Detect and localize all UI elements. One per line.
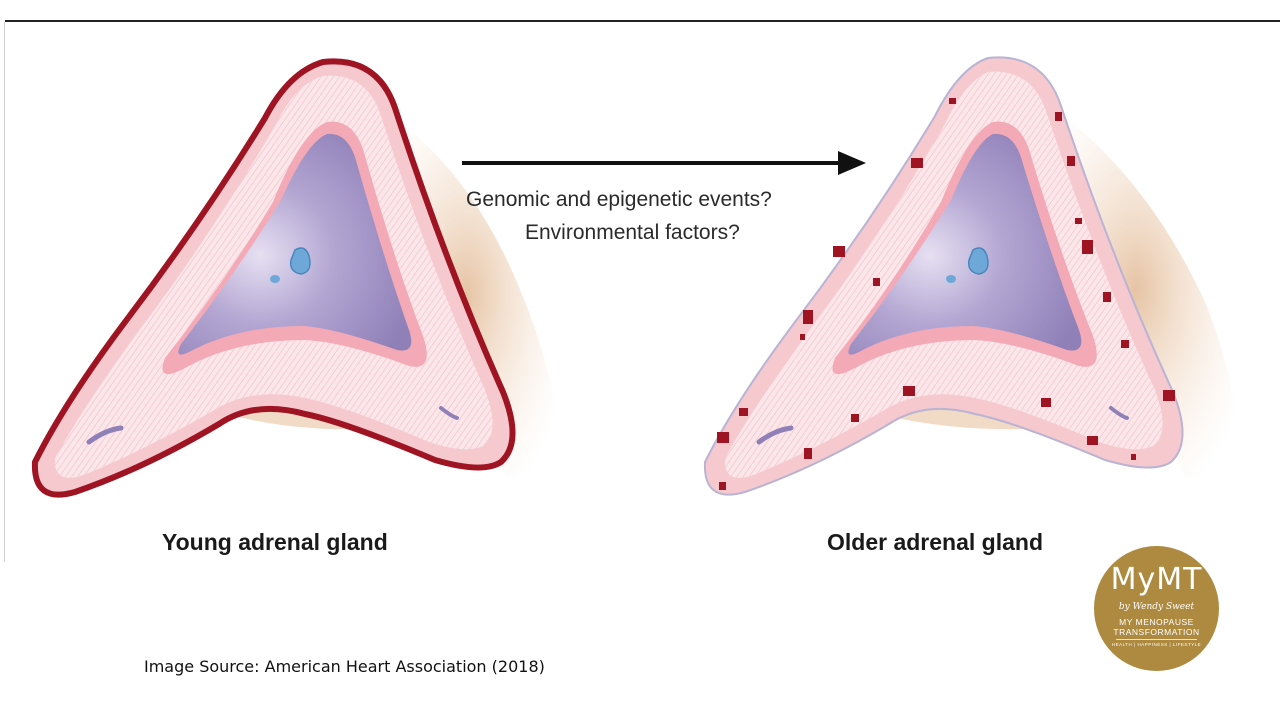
older-medulla [848,133,1082,355]
young-small-vessel [270,275,280,283]
figure-left-edge [4,22,5,562]
logo-divider [1116,639,1197,640]
young-central-vein [289,247,311,275]
young-right-tip-vessel [439,406,459,420]
arrow-annotation-line1: Genomic and epigenetic events? [466,188,772,211]
young-gland [31,58,557,498]
young-medulla [178,133,412,355]
logo-line1: MY MENOPAUSE [1119,617,1194,627]
logo-brand: MyMT [1110,562,1203,597]
logo-byline: by Wendy Sweet [1118,602,1195,612]
older-capsule-clusters [717,98,1175,490]
young-left-tip-vessel [86,425,124,445]
older-gland [703,56,1237,496]
logo-tagline: HEALTH | HAPPINESS | LIFESTYLE [1111,642,1202,647]
image-source-note: Image Source: American Heart Association… [144,657,545,676]
older-left-tip-vessel [756,425,794,445]
progression-arrow [462,151,866,175]
older-right-tip-vessel [1109,406,1129,420]
mymt-logo: MyMT by Wendy Sweet MY MENOPAUSE TRANSFO… [1094,546,1219,671]
top-rule [5,20,1280,22]
older-central-vein [967,247,989,275]
older-gland-caption: Older adrenal gland [827,529,1043,555]
arrow-annotation-line2: Environmental factors? [525,221,740,244]
older-small-vessel [946,275,956,283]
adrenal-illustration [31,56,1237,498]
young-gland-caption: Young adrenal gland [162,529,388,555]
logo-line2: TRANSFORMATION [1113,627,1200,637]
